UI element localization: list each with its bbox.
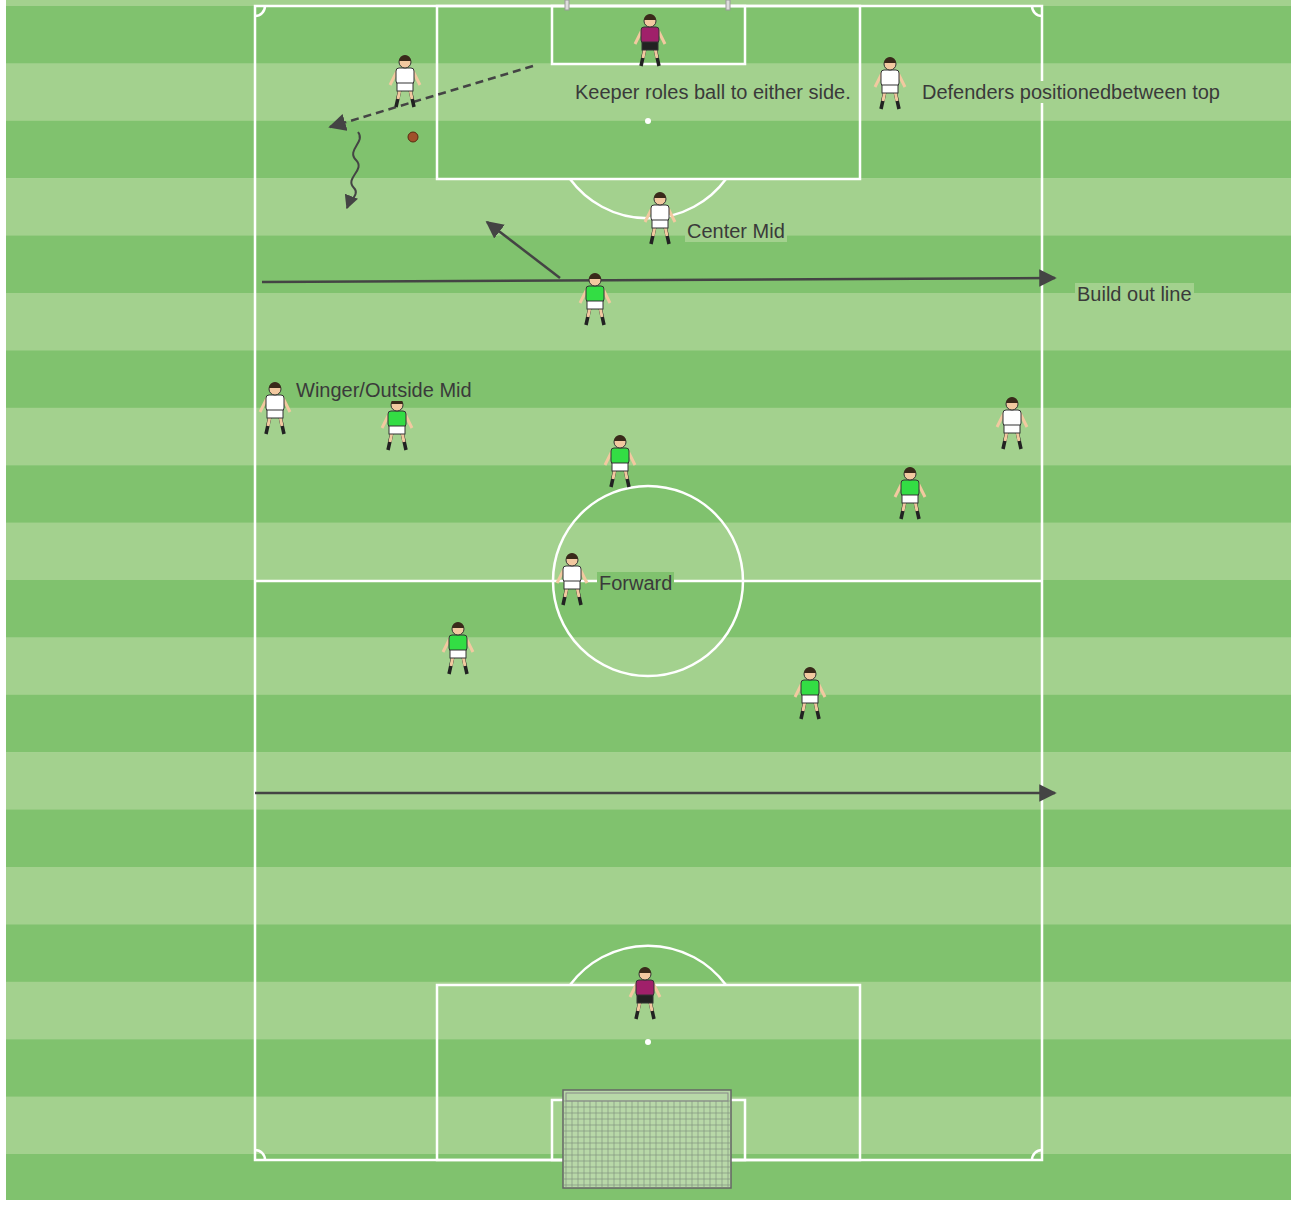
field-note: Build out line — [1075, 283, 1194, 305]
grass-stripe — [6, 408, 1291, 466]
net-strand — [563, 1137, 731, 1138]
grass-stripe — [6, 752, 1291, 810]
net-strand — [572, 1101, 573, 1188]
grass-stripes — [6, 0, 1291, 1205]
net-strand — [563, 1179, 731, 1180]
net-strand — [698, 1101, 699, 1188]
net-strand — [722, 1101, 723, 1188]
grass-stripe — [6, 465, 1291, 523]
player-figure — [443, 622, 473, 674]
net-strand — [662, 1101, 663, 1188]
goalkeeper-figure — [635, 14, 665, 66]
net-strand — [632, 1101, 633, 1188]
player-figure — [390, 55, 420, 107]
goal-area — [552, 6, 745, 64]
player-figure — [997, 397, 1027, 449]
net-strand — [728, 1101, 729, 1188]
goalkeeper-figure — [630, 967, 660, 1019]
net-strand — [563, 1185, 731, 1186]
grass-stripe — [6, 178, 1291, 236]
penalty-arc — [570, 179, 726, 218]
run-arrow — [487, 222, 560, 278]
player-figure — [260, 382, 290, 434]
net-strand — [563, 1119, 731, 1120]
net-strand — [563, 1161, 731, 1162]
grass-stripe — [6, 810, 1291, 868]
net-strand — [620, 1101, 621, 1188]
grass-stripe — [6, 924, 1291, 982]
grass-stripe — [6, 867, 1291, 925]
player-figure — [895, 467, 925, 519]
player-figure — [875, 57, 905, 109]
net-strand — [644, 1101, 645, 1188]
player-figure — [580, 273, 610, 325]
build-out-line — [255, 792, 1055, 795]
grass-stripe — [6, 63, 1291, 121]
player-figure — [557, 553, 587, 605]
net-strand — [710, 1101, 711, 1188]
net-strand — [578, 1101, 579, 1188]
penalty-spot — [645, 1039, 651, 1045]
penalty-arc — [570, 946, 726, 985]
grass-stripe — [6, 637, 1291, 695]
net-strand — [704, 1101, 705, 1188]
grass-stripe — [6, 6, 1291, 64]
field-note: Winger/Outside Mid — [294, 379, 474, 401]
net-strand — [608, 1101, 609, 1188]
net-strand — [563, 1143, 731, 1144]
net-strand — [716, 1101, 717, 1188]
field-note: Forward — [597, 572, 674, 594]
bottom-goal — [563, 1090, 731, 1188]
net-strand — [584, 1101, 585, 1188]
net-strand — [674, 1101, 675, 1188]
net-strand — [602, 1101, 603, 1188]
net-strand — [563, 1149, 731, 1150]
net-strand — [614, 1101, 615, 1188]
field-note: Defenders positionedbetween top — [920, 81, 1222, 103]
grass-stripe — [6, 121, 1291, 179]
player-figure — [645, 192, 675, 244]
penalty-box — [437, 6, 860, 179]
field-note: Keeper roles ball to either side. — [573, 81, 853, 103]
net-strand — [626, 1101, 627, 1188]
pass-arrow — [330, 66, 533, 127]
net-strand — [668, 1101, 669, 1188]
grass-stripe — [6, 695, 1291, 753]
net-strand — [563, 1173, 731, 1174]
net-strand — [563, 1155, 731, 1156]
grass-stripe — [6, 350, 1291, 408]
net-strand — [563, 1125, 731, 1126]
net-strand — [656, 1101, 657, 1188]
net-strand — [686, 1101, 687, 1188]
net-strand — [563, 1113, 731, 1114]
pitch-lines — [255, 6, 1042, 1160]
penalty-spot — [645, 118, 651, 124]
net-strand — [680, 1101, 681, 1188]
net-strand — [596, 1101, 597, 1188]
net-strand — [566, 1101, 567, 1188]
net-strand — [563, 1167, 731, 1168]
touchline — [255, 6, 1042, 1160]
dribble-arrow — [347, 132, 360, 208]
net-strand — [638, 1101, 639, 1188]
player-figure — [382, 398, 412, 450]
soccer-ball — [408, 132, 418, 142]
net-strand — [563, 1131, 731, 1132]
top-goal — [565, 0, 730, 10]
net-strand — [563, 1107, 731, 1108]
build-out-line — [262, 278, 1055, 282]
grass-stripe — [6, 1039, 1291, 1097]
center-circle — [553, 486, 743, 676]
corner-arcs — [255, 6, 1042, 1160]
net-strand — [692, 1101, 693, 1188]
net-strand — [650, 1101, 651, 1188]
player-figure — [795, 667, 825, 719]
field-note: Center Mid — [685, 220, 787, 242]
players — [260, 14, 1027, 1019]
page-margin — [6, 1200, 1291, 1205]
player-figure — [605, 435, 635, 487]
net-strand — [590, 1101, 591, 1188]
